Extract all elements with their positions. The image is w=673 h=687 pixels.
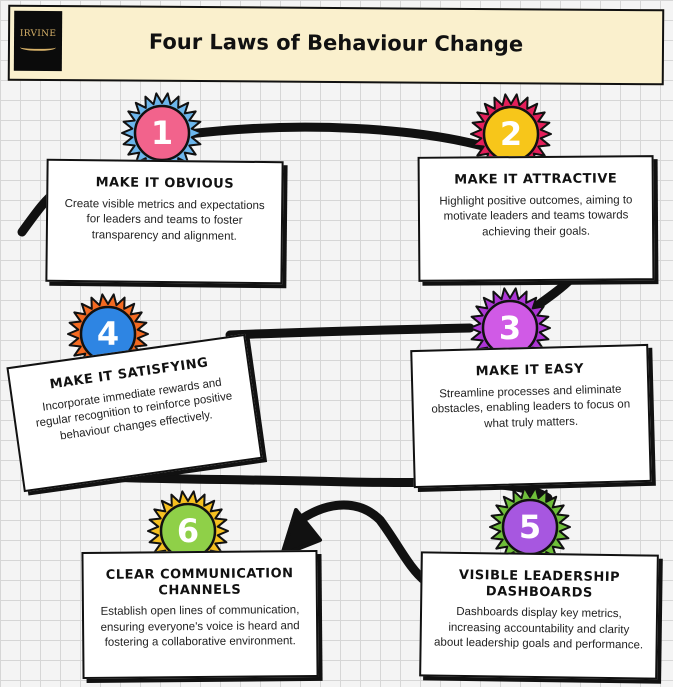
title-banner: IRVINE Four Laws of Behaviour Change: [7, 4, 665, 86]
connector-arrowhead: [280, 508, 322, 557]
step-card-5: VISIBLE LEADERSHIP DASHBOARDS Dashboards…: [419, 551, 659, 680]
step-1-text: Create visible metrics and expectations …: [64, 197, 265, 243]
svg-text:4: 4: [97, 315, 119, 353]
step-6-text: Establish open lines of communication, e…: [100, 604, 300, 650]
step-1-title: MAKE IT OBVIOUS: [95, 175, 235, 192]
step-5-text: Dashboards display key metrics, increasi…: [433, 606, 644, 652]
step-3-title: MAKE IT EASY: [475, 361, 585, 380]
number-5-icon: 5: [489, 486, 571, 568]
step-6-title: CLEAR COMMUNICATION CHANNELS: [105, 566, 294, 598]
step-5-title: VISIBLE LEADERSHIP DASHBOARDS: [458, 567, 621, 601]
badge-2: 2: [468, 91, 554, 177]
step-card-6: CLEAR COMMUNICATION CHANNELS Establish o…: [81, 549, 319, 680]
svg-text:3: 3: [499, 309, 521, 347]
step-2-title: MAKE IT ATTRACTIVE: [454, 171, 618, 188]
step-2-text: Highlight positive outcomes, aiming to m…: [439, 193, 633, 239]
svg-text:6: 6: [177, 512, 199, 550]
connector-1-2: [175, 122, 495, 153]
svg-text:5: 5: [519, 508, 541, 546]
number-2-icon: 2: [470, 93, 552, 175]
badge-5: 5: [487, 484, 573, 570]
step-card-2: MAKE IT ATTRACTIVE Highlight positive ou…: [417, 155, 655, 282]
step-3-text: Streamline processes and eliminate obsta…: [431, 383, 631, 430]
svg-text:1: 1: [151, 114, 173, 152]
step-card-1: MAKE IT OBVIOUS Create visible metrics a…: [45, 158, 284, 285]
svg-text:2: 2: [500, 115, 522, 153]
connector-3-4: [225, 323, 475, 340]
step-card-3: MAKE IT EASY Streamline processes and el…: [410, 343, 652, 489]
page-title: Four Laws of Behaviour Change: [148, 29, 524, 57]
